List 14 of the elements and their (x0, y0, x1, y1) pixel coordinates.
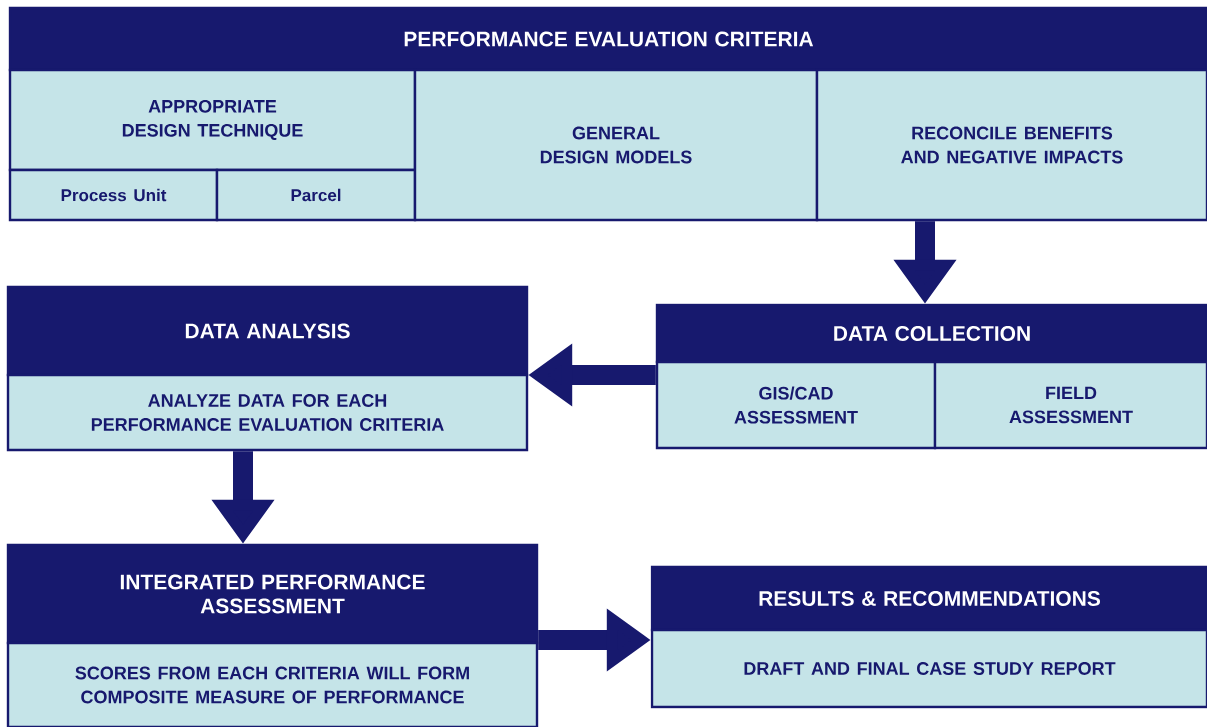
cell: DRAFT AND FINAL CASE STUDY REPORT (650, 628, 1207, 709)
cell: FIELD ASSESSMENT (933, 360, 1207, 450)
cell: RECONCILE BENEFITS AND NEGATIVE IMPACTS (815, 68, 1207, 222)
heading-band: RESULTS & RECOMMENDATIONS (650, 565, 1207, 632)
cell: GENERAL DESIGN MODELS (413, 68, 819, 222)
cell: SCORES FROM EACH CRITERIA WILL FORM COMPOSITE MEASURE OF PERFORMANCE (6, 641, 539, 727)
heading-band: DATA COLLECTION (655, 303, 1207, 364)
cell: ANALYZE DATA FOR EACH PERFORMANCE EVALUATION CRITERIA (6, 373, 529, 452)
heading-band: DATA ANALYSIS (6, 285, 529, 377)
heading-band: PERFORMANCE EVALUATION CRITERIA (8, 6, 1207, 72)
heading-band: INTEGRATED PERFORMANCE ASSESSMENT (6, 543, 539, 645)
cell: Parcel (215, 168, 417, 222)
cell: GIS/CAD ASSESSMENT (655, 360, 937, 450)
cell: Process Unit (8, 168, 219, 222)
